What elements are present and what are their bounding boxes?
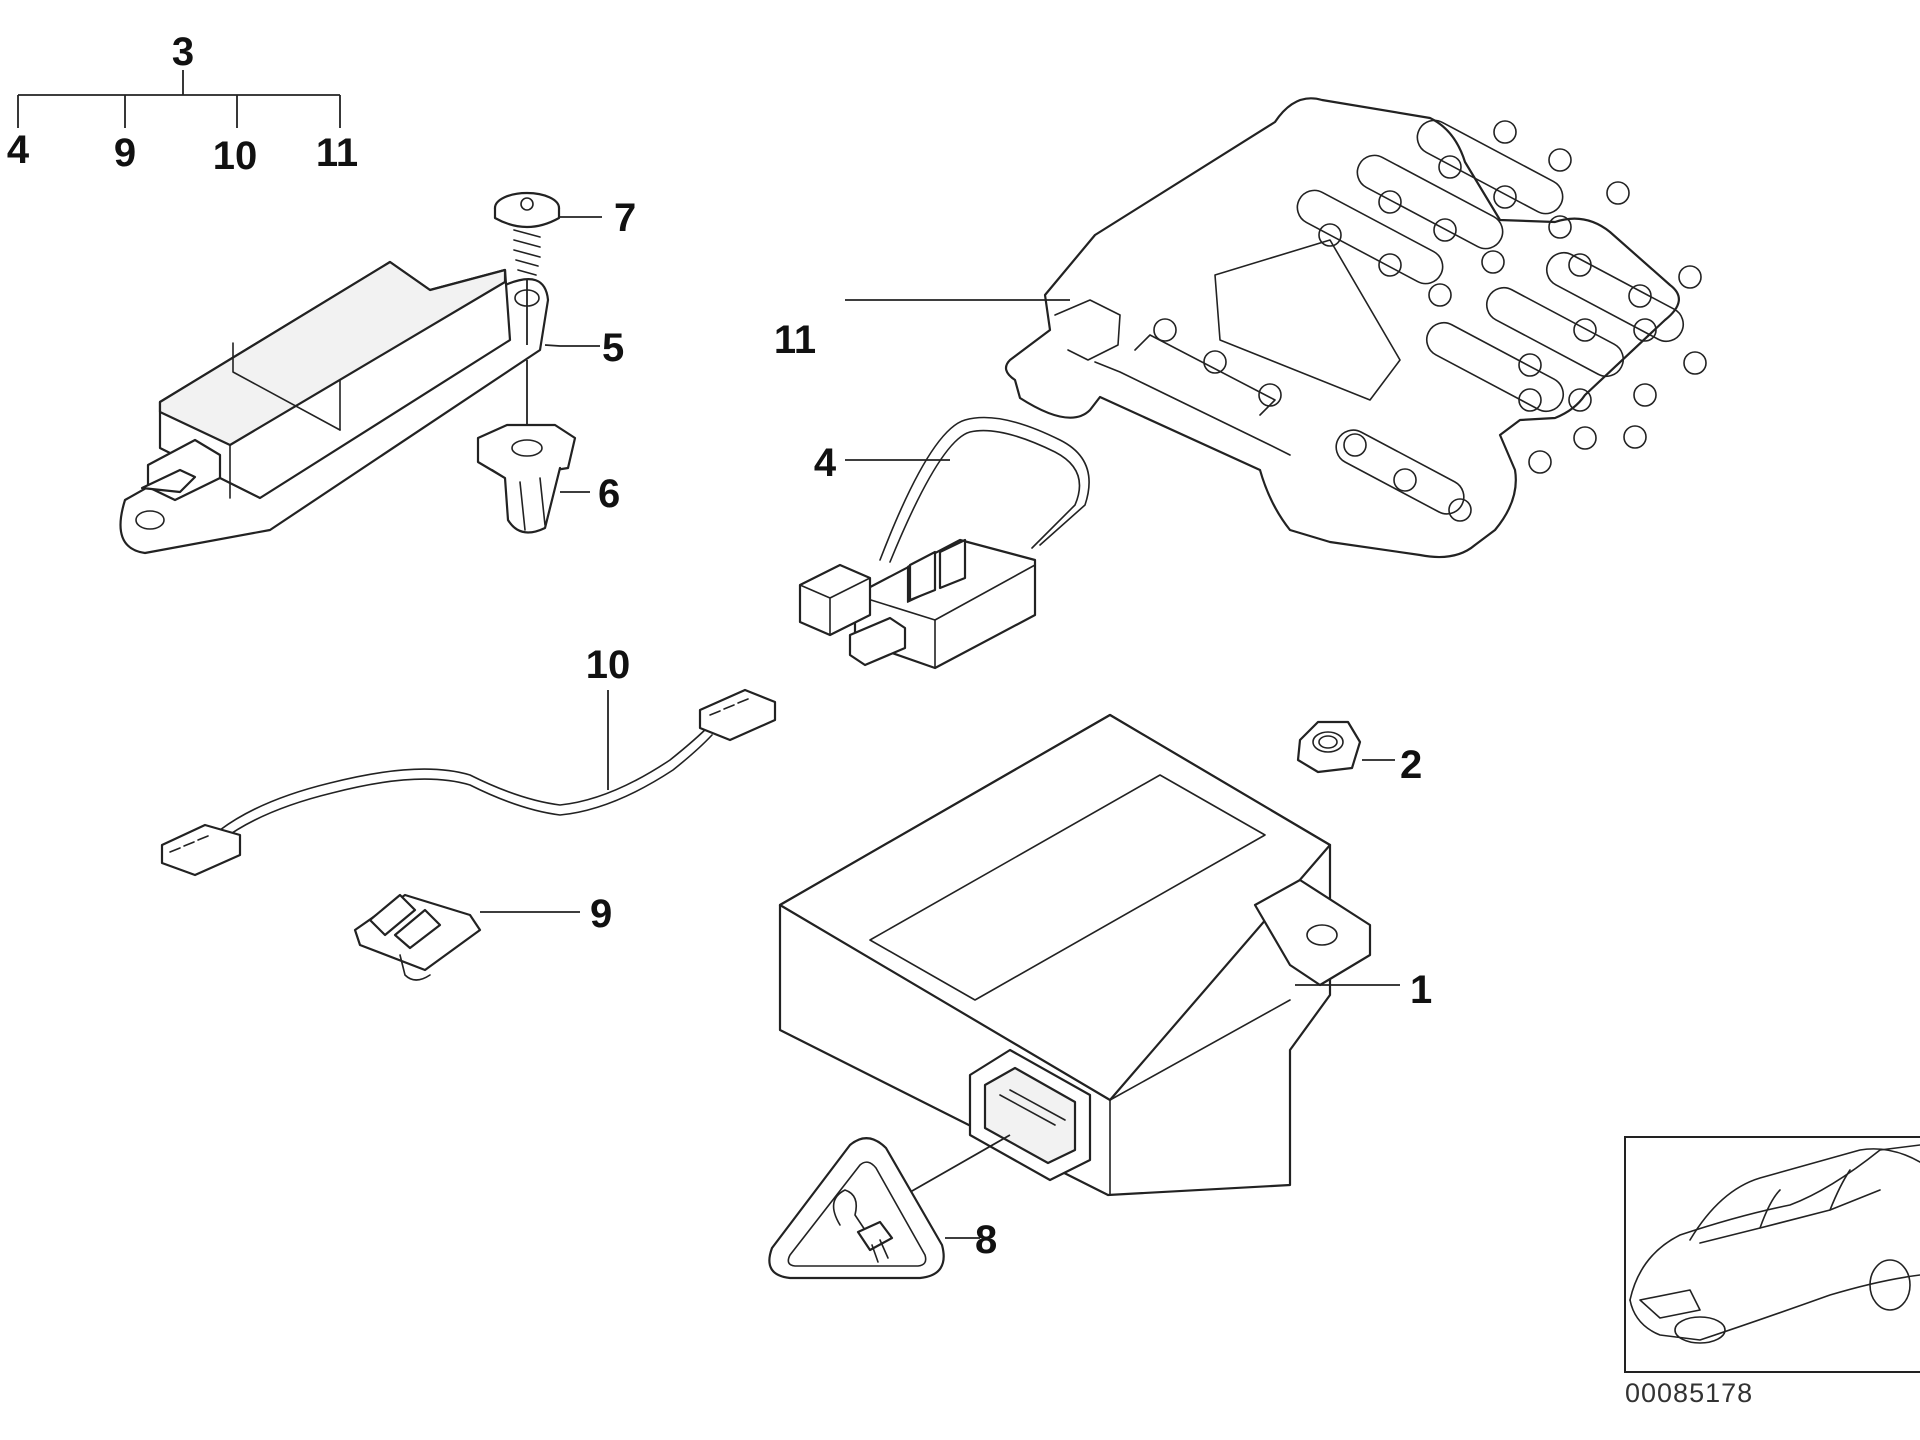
callout-labels: 7 5 6 11 4 10 2 9 1 8 (586, 196, 1433, 1262)
callout-2: 2 (1400, 743, 1422, 787)
hex-nut-part (1296, 720, 1395, 774)
adapter-harness-part (798, 416, 1090, 670)
mat-sensor-dots (1153, 120, 1707, 522)
tree-child-label-11: 11 (316, 131, 358, 175)
callout-5: 5 (602, 326, 624, 370)
holder-clip-part (353, 893, 580, 981)
callout-8: 8 (975, 1218, 997, 1262)
callout-6: 6 (598, 472, 620, 516)
control-unit-part (778, 713, 1400, 1197)
callout-11: 11 (774, 318, 816, 362)
car-thumbnail-icon (1624, 1136, 1920, 1373)
callout-4: 4 (814, 441, 837, 485)
callout-10: 10 (586, 643, 631, 687)
seat-mat-part (845, 97, 1707, 559)
sensor-module-part (119, 260, 550, 555)
tree-parent-label: 3 (172, 30, 194, 74)
screw-part (493, 191, 602, 345)
group-tree: 3 4 9 10 11 (7, 30, 358, 178)
tree-child-label-9: 9 (114, 131, 136, 175)
tree-child-label-10: 10 (213, 134, 258, 178)
cable-part (160, 688, 777, 877)
diagram-reference-number: 00085178 (1625, 1378, 1753, 1408)
mat-sensor-strips (1296, 119, 1685, 515)
warning-triangle-icon (768, 1137, 980, 1280)
callout-7: 7 (614, 196, 636, 240)
callout-9: 9 (590, 892, 612, 936)
clip-nut-part (476, 360, 590, 534)
callout-1: 1 (1410, 968, 1432, 1012)
tree-child-label-4: 4 (7, 128, 30, 172)
